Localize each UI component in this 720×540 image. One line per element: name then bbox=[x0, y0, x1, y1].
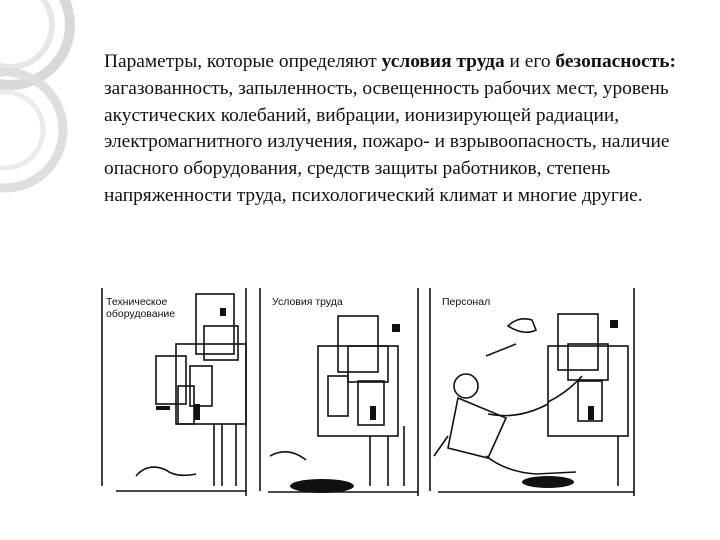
bold-term-safety: безопасность: bbox=[555, 51, 676, 72]
panel-equipment: Техническое оборудование bbox=[96, 286, 252, 504]
bold-term-working-conditions: условия труда bbox=[381, 51, 505, 72]
panel-conditions-caption: Условия труда bbox=[272, 296, 343, 308]
decorative-rings bbox=[0, 0, 75, 193]
text-part2: и его bbox=[504, 51, 556, 72]
conditions-drawing bbox=[259, 288, 419, 496]
panel-conditions: Условия труда bbox=[258, 286, 422, 504]
text-part3: загазованность, запыленность, освещеннос… bbox=[104, 77, 670, 206]
panel-personnel-caption: Персонал bbox=[442, 296, 491, 308]
illustration: Техническое оборудование bbox=[96, 286, 638, 504]
personnel-drawing bbox=[429, 288, 635, 496]
panel-personnel: Персонал bbox=[428, 286, 638, 504]
panel-equipment-caption: Техническое оборудование bbox=[106, 296, 176, 320]
text-part1: Параметры, которые определяют bbox=[104, 51, 382, 72]
slide-body-text: Параметры, которые определяют условия тр… bbox=[104, 49, 679, 210]
equipment-drawing bbox=[101, 288, 247, 496]
